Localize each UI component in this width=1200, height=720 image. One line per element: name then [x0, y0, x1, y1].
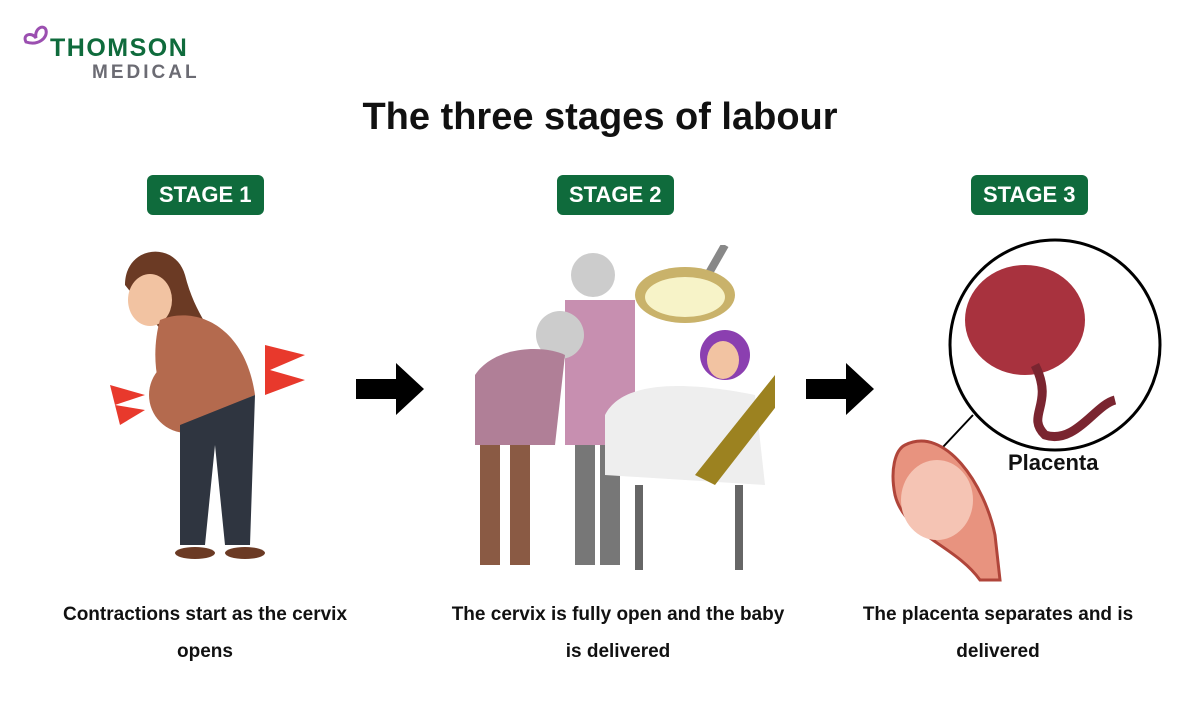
placenta-label: Placenta — [1008, 450, 1099, 475]
stage-3-caption: The placenta separates and is delivered — [862, 604, 1134, 662]
stage-2-badge: STAGE 2 — [557, 175, 674, 215]
woman-contractions-illustration — [110, 251, 305, 559]
placenta-illustration — [891, 238, 1162, 582]
arrow-right-icon — [806, 363, 874, 415]
page-title: The three stages of labour — [362, 96, 838, 138]
stage-3-badge: STAGE 3 — [971, 175, 1088, 215]
logo-text-thomson: THOMSON — [50, 34, 189, 62]
stage-2-caption: The cervix is fully open and the baby is… — [451, 604, 785, 662]
arrow-right-icon — [356, 363, 424, 415]
stage-1-badge: STAGE 1 — [147, 175, 264, 215]
logo-text-medical: MEDICAL — [92, 62, 200, 83]
stage-1-caption: Contractions start as the cervix opens — [62, 604, 348, 662]
delivery-room-illustration — [475, 245, 775, 570]
butterfly-heart-icon — [23, 25, 48, 45]
thomson-medical-logo: THOMSON MEDICAL — [22, 24, 197, 83]
